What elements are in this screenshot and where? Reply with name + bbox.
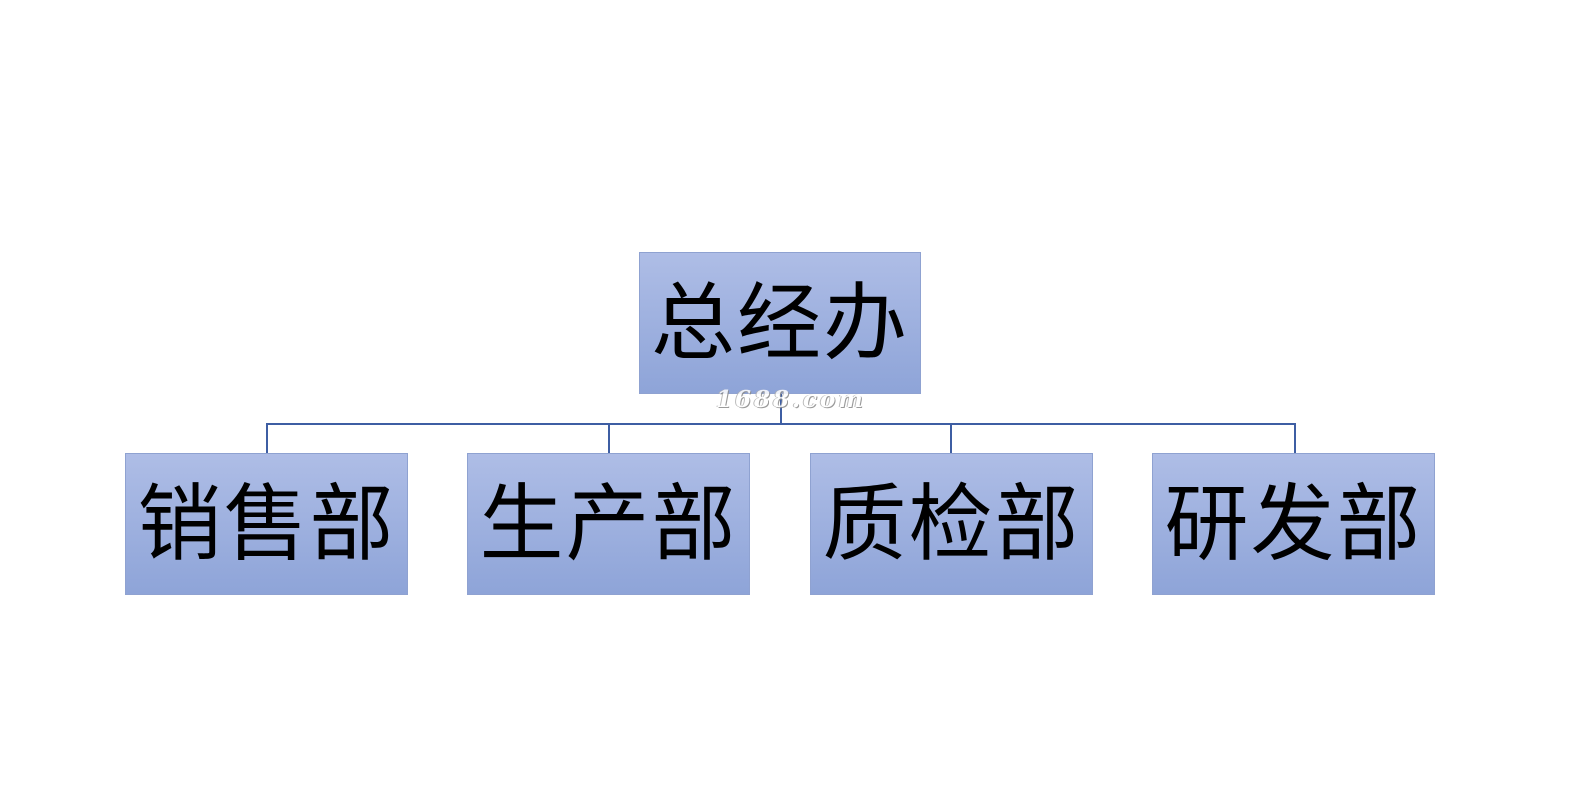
org-node-label: 总经办 bbox=[650, 274, 909, 372]
org-node-child: 质检部 bbox=[810, 453, 1093, 595]
org-node-label: 质检部 bbox=[822, 475, 1081, 573]
connector-child-vertical bbox=[266, 424, 268, 453]
org-node-child: 销售部 bbox=[125, 453, 408, 595]
org-node-child: 研发部 bbox=[1152, 453, 1435, 595]
org-node-label: 销售部 bbox=[137, 475, 396, 573]
org-node-label: 研发部 bbox=[1164, 475, 1423, 573]
connector-child-vertical bbox=[608, 424, 610, 453]
org-node-root: 总经办 bbox=[639, 252, 921, 394]
org-node-label: 生产部 bbox=[479, 475, 738, 573]
connector-horizontal-bus bbox=[266, 423, 1296, 425]
connector-child-vertical bbox=[1294, 424, 1296, 453]
connector-child-vertical bbox=[950, 424, 952, 453]
org-node-child: 生产部 bbox=[467, 453, 750, 595]
connector-root-vertical bbox=[780, 394, 782, 425]
